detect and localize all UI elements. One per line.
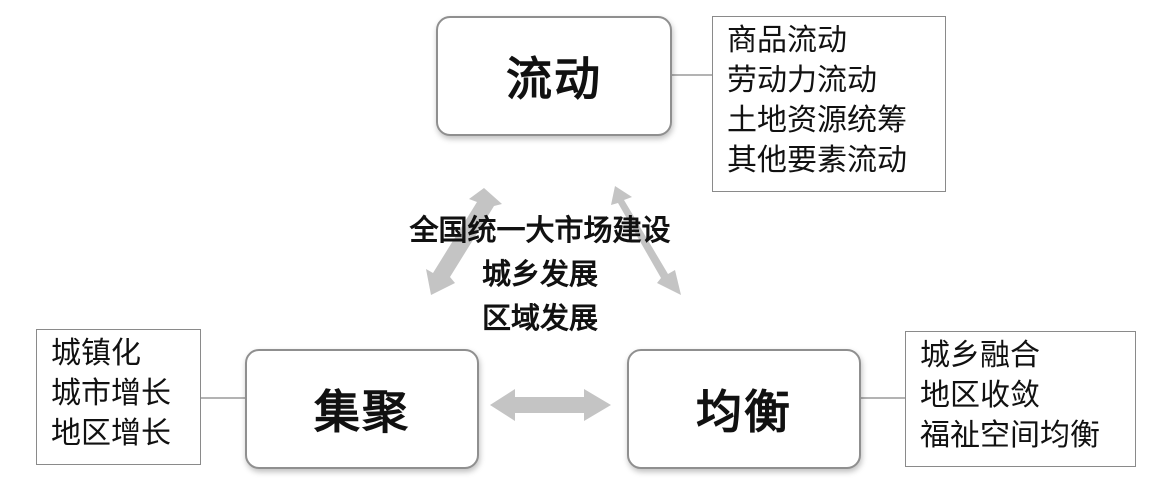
note-item: 城市增长 — [51, 376, 171, 411]
note-box-left: 城镇化 城市增长 地区增长 — [36, 329, 201, 465]
node-flow: 流动 — [436, 16, 672, 136]
note-item: 城镇化 — [51, 336, 141, 371]
note-item: 城乡融合 — [920, 338, 1040, 373]
note-item: 劳动力流动 — [727, 63, 877, 98]
node-agglomeration: 集聚 — [245, 349, 479, 469]
center-label: 全国统一大市场建设 城乡发展 区域发展 — [375, 208, 705, 340]
note-item: 土地资源统筹 — [727, 103, 907, 138]
node-balance: 均衡 — [627, 349, 861, 469]
double-arrow-top-right — [611, 186, 681, 295]
double-arrow-top-left — [426, 188, 502, 295]
note-box-top: 商品流动 劳动力流动 土地资源统筹 其他要素流动 — [712, 16, 946, 192]
note-item: 其他要素流动 — [727, 143, 907, 178]
center-line: 区域发展 — [481, 301, 598, 335]
note-item: 福祉空间均衡 — [920, 418, 1100, 453]
double-arrow-left-right — [490, 389, 611, 421]
center-line: 全国统一大市场建设 — [409, 213, 671, 247]
center-line: 城乡发展 — [481, 257, 598, 291]
note-box-right: 城乡融合 地区收敛 福祉空间均衡 — [905, 331, 1136, 467]
note-item: 商品流动 — [727, 23, 847, 58]
note-item: 地区增长 — [51, 416, 171, 451]
note-item: 地区收敛 — [920, 378, 1040, 413]
